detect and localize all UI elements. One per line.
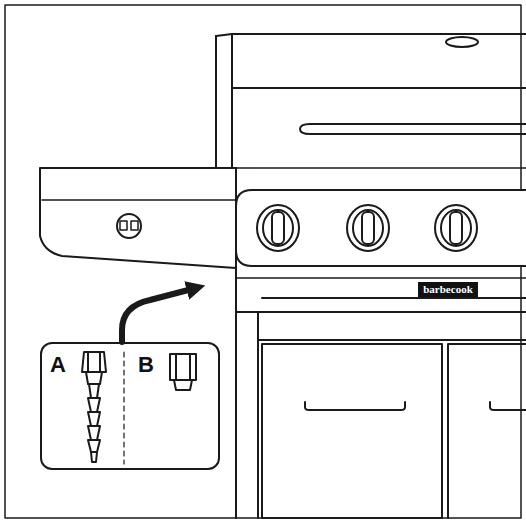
lid-front-edge <box>231 34 233 190</box>
callout-box: AB <box>40 342 220 470</box>
knob-square <box>120 221 127 230</box>
lid-top <box>216 34 526 36</box>
cabinet-frame-top <box>258 339 526 341</box>
door-handle <box>490 402 526 410</box>
part-letter: B <box>138 352 154 378</box>
brand-logo: barbecook <box>419 284 477 295</box>
nut <box>170 354 196 390</box>
divider <box>123 352 124 464</box>
cabinet-frame <box>257 312 259 518</box>
side-knob <box>117 214 141 238</box>
brand-badge: barbecook <box>418 282 478 297</box>
part-letter: A <box>50 352 66 378</box>
lid-side <box>215 36 217 168</box>
lid-line <box>232 87 526 89</box>
fascia-top <box>236 277 526 279</box>
pointer-arrow <box>122 288 196 342</box>
knob-square <box>131 221 138 230</box>
cabinet-door <box>262 344 442 518</box>
fascia-line <box>262 297 526 299</box>
burner-knobs <box>257 205 477 251</box>
lid-bottom <box>232 167 526 169</box>
lid-handle <box>300 124 526 134</box>
control-panel <box>236 190 526 266</box>
cabinet-top <box>236 311 526 313</box>
hose-fitting <box>82 352 106 462</box>
side-shelf <box>40 168 236 268</box>
cabinet-side <box>235 268 237 518</box>
lid-thermometer <box>446 37 478 47</box>
cabinet-door <box>448 344 526 518</box>
shelf-line <box>42 199 236 201</box>
door-handle <box>305 402 405 410</box>
